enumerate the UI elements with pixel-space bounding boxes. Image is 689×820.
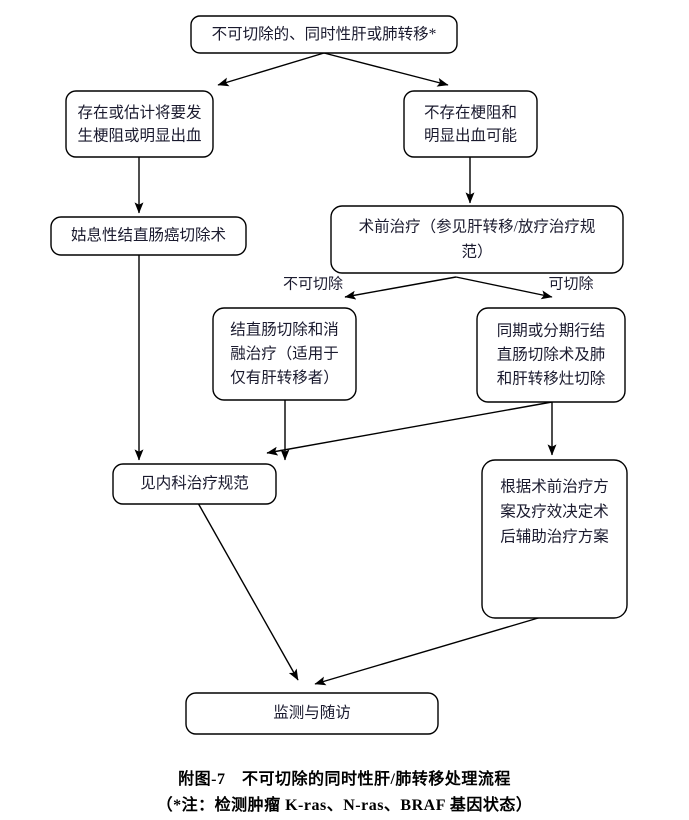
node-synchronous-staged-line3: 和肝转移灶切除 <box>497 370 606 388</box>
node-obstruction-yes[interactable]: 存在或估计将要发 生梗阻或明显出血 <box>65 90 214 158</box>
node-preop-therapy-line2: 范） <box>461 243 492 261</box>
edge-label-unresectable: 不可切除 <box>283 275 343 292</box>
edge-root-to-obstruction-yes <box>217 52 325 87</box>
node-root[interactable]: 不可切除的、同时性肝或肺转移* <box>190 15 458 54</box>
node-preop-therapy-box <box>330 205 624 274</box>
node-adjuvant-plan-box <box>481 459 628 619</box>
node-palliative-resection[interactable]: 姑息性结直肠癌切除术 <box>50 216 247 256</box>
node-obstruction-yes-line1: 存在或估计将要发 <box>77 104 201 122</box>
figure-caption-note: （*注：检测肿瘤 K-ras、N-ras、BRAF 基因状态） <box>156 797 533 814</box>
node-followup-label: 监测与随访 <box>273 704 351 722</box>
node-medical-oncology-box <box>112 463 277 505</box>
node-adjuvant-plan-line2: 案及疗效决定术 <box>500 503 609 521</box>
node-followup-box <box>185 692 439 735</box>
node-preop-therapy[interactable]: 术前治疗（参见肝转移/放疗治疗规 范） <box>330 205 624 274</box>
node-obstruction-yes-box <box>65 90 214 158</box>
node-obstruction-no-line1: 不存在梗阻和 <box>424 104 517 122</box>
figure-caption-title: 附图-7 不可切除的同时性肝/肺转移处理流程 <box>178 771 511 788</box>
edge-adjuvant-plan-to-followup <box>314 615 546 686</box>
node-synchronous-staged-line1: 同期或分期行结 <box>497 322 606 340</box>
node-palliative-resection-box <box>50 216 247 256</box>
node-medical-oncology[interactable]: 见内科治疗规范 <box>112 463 277 505</box>
node-resection-ablation-box <box>212 307 357 401</box>
node-adjuvant-plan[interactable]: 根据术前治疗方 案及疗效决定术 后辅助治疗方案 <box>481 459 628 619</box>
node-synchronous-staged-line2: 直肠切除术及肺 <box>497 346 606 364</box>
edge-medical-oncology-to-followup <box>197 502 299 681</box>
edge-label-resectable: 可切除 <box>548 275 593 292</box>
node-preop-therapy-line1: 术前治疗（参见肝转移/放疗治疗规 <box>359 218 596 236</box>
node-resection-ablation[interactable]: 结直肠切除和消 融治疗（适用于 仅有肝转移者） <box>212 307 357 401</box>
node-resection-ablation-line2: 融治疗（适用于 <box>230 345 339 363</box>
node-medical-oncology-label: 见内科治疗规范 <box>140 474 249 492</box>
node-adjuvant-plan-line1: 根据术前治疗方 <box>500 478 609 496</box>
edge-preop-to-resection-ablation <box>344 276 457 300</box>
node-followup[interactable]: 监测与随访 <box>185 692 439 735</box>
node-obstruction-no[interactable]: 不存在梗阻和 明显出血可能 <box>403 90 538 158</box>
node-palliative-resection-label: 姑息性结直肠癌切除术 <box>71 226 226 244</box>
node-root-label: 不可切除的、同时性肝或肺转移* <box>212 25 437 43</box>
node-resection-ablation-line1: 结直肠切除和消 <box>230 321 339 339</box>
node-obstruction-yes-line2: 生梗阻或明显出血 <box>77 127 201 145</box>
node-obstruction-no-box <box>403 90 538 158</box>
node-adjuvant-plan-line3: 后辅助治疗方案 <box>500 528 609 546</box>
node-synchronous-staged[interactable]: 同期或分期行结 直肠切除术及肺 和肝转移灶切除 <box>476 307 626 403</box>
edge-synchronous-to-medical-oncology <box>266 401 553 456</box>
edge-root-to-obstruction-no <box>323 52 449 87</box>
edge-preop-to-synchronous-staged <box>455 276 553 300</box>
node-obstruction-no-line2: 明显出血可能 <box>424 127 517 145</box>
node-resection-ablation-line3: 仅有肝转移者） <box>230 369 339 387</box>
node-synchronous-staged-box <box>476 307 626 403</box>
node-root-box <box>190 15 458 54</box>
